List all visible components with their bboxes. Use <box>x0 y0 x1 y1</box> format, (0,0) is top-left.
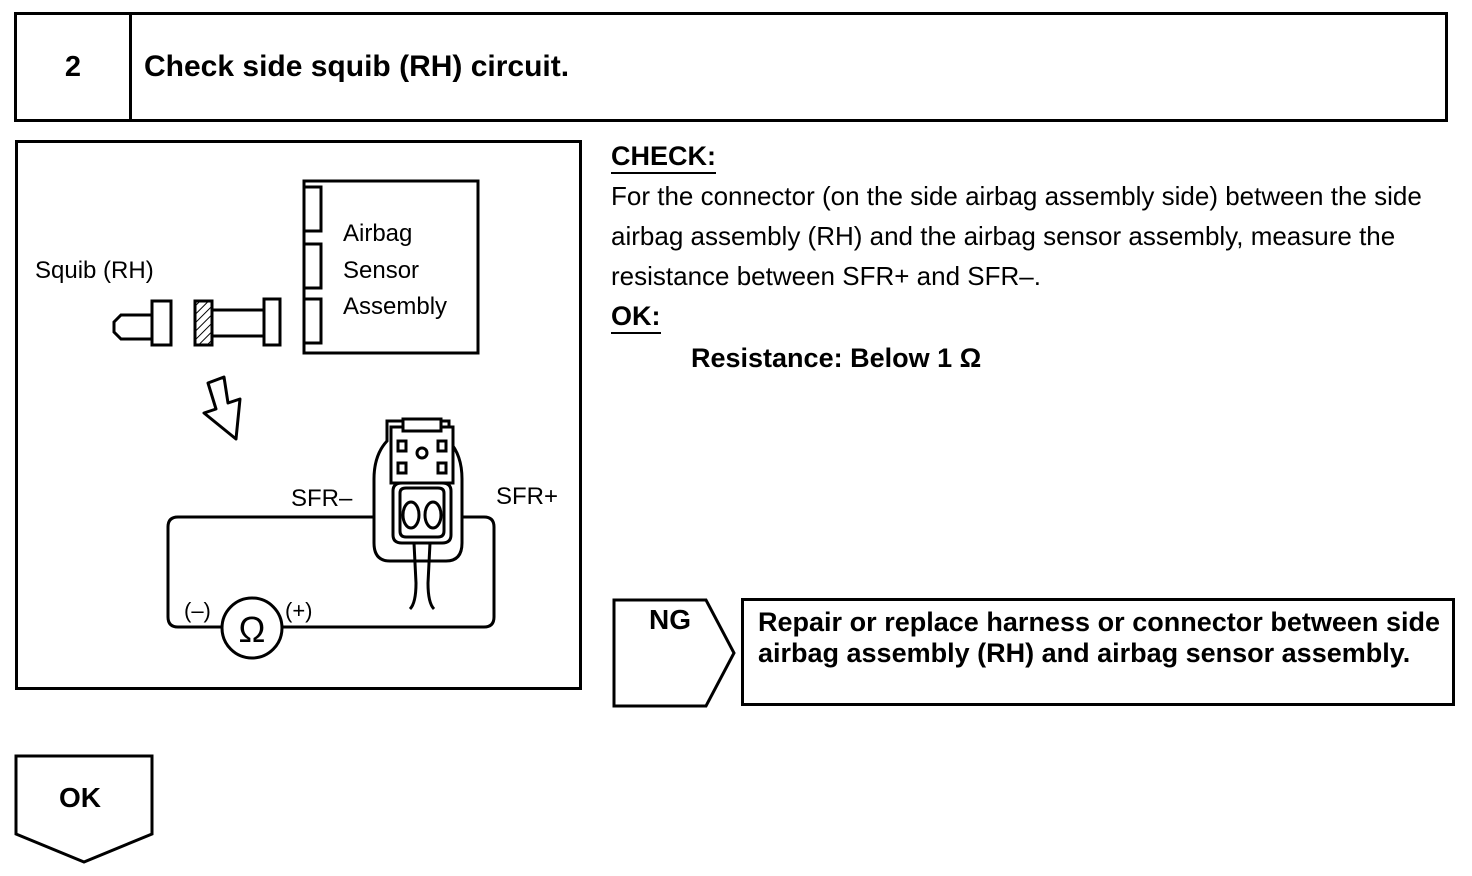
check-section: CHECK: For the connector (on the side ai… <box>611 136 1461 378</box>
circuit-illustration: Squib (RH) Airbag Sensor Assembly Ω (–) … <box>35 179 558 660</box>
squib-label: Squib (RH) <box>35 257 154 284</box>
ok-flow-label: OK <box>59 782 101 813</box>
terminal-plus-label: SFR+ <box>496 483 558 510</box>
check-instruction: For the connector (on the side airbag as… <box>611 181 1422 291</box>
squib-connector <box>112 297 282 347</box>
side-airbag-connector <box>372 417 464 611</box>
check-heading: CHECK: <box>611 140 716 174</box>
ng-arrow-box <box>612 598 736 708</box>
step-title: Check side squib (RH) circuit. <box>144 50 570 83</box>
ok-heading: OK: <box>611 300 661 334</box>
ohmmeter-icon <box>220 596 284 660</box>
meter-wiring <box>166 515 496 629</box>
down-arrow-icon <box>202 375 242 441</box>
ok-criteria: Resistance: Below 1 Ω <box>691 343 982 373</box>
step-number: 2 <box>17 15 132 119</box>
circuit-diagram: Squib (RH) Airbag Sensor Assembly Ω (–) … <box>15 140 582 690</box>
airbag-sensor-assembly <box>302 179 480 355</box>
ng-label: NG <box>649 604 691 635</box>
terminal-minus-label: SFR– <box>291 485 353 512</box>
ng-action-box: Repair or replace harness or connector b… <box>741 598 1455 706</box>
ohm-symbol: Ω <box>239 609 266 650</box>
sensor-label-line-1: Airbag <box>343 220 412 247</box>
meter-negative-label: (–) <box>184 598 211 623</box>
sensor-label-line-2: Sensor <box>343 257 419 284</box>
meter-positive-label: (+) <box>285 598 313 623</box>
ok-arrow-box <box>14 754 154 864</box>
sensor-label-line-3: Assembly <box>343 293 447 320</box>
step-header: 2 Check side squib (RH) circuit. <box>14 12 1448 122</box>
